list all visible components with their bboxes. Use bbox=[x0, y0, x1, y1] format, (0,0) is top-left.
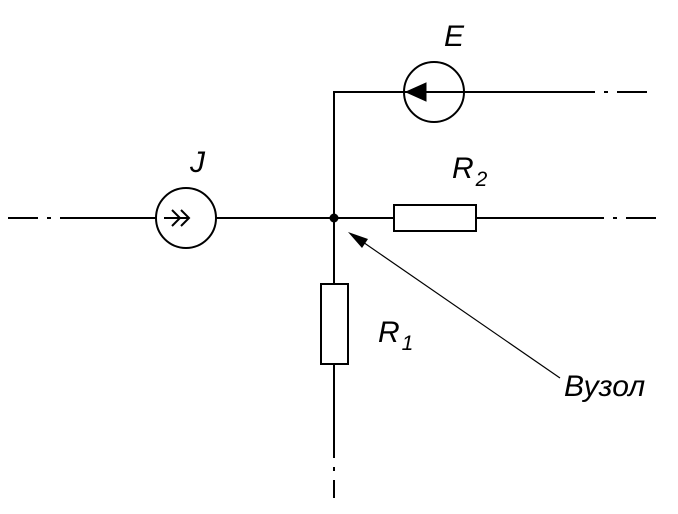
label-r1-letter: R bbox=[378, 316, 400, 349]
resistor-r1 bbox=[320, 283, 349, 365]
label-r2-index: 2 bbox=[475, 168, 488, 191]
label-r2-letter: R bbox=[452, 152, 474, 185]
label-r1-index: 1 bbox=[402, 332, 414, 355]
voltage-source-e bbox=[403, 61, 465, 123]
label-e: E bbox=[444, 20, 465, 53]
top-branch-wire bbox=[333, 91, 655, 218]
node-dot bbox=[329, 213, 339, 223]
label-r2: R2 bbox=[452, 152, 488, 191]
current-source-j bbox=[155, 187, 217, 249]
label-j: J bbox=[189, 146, 206, 179]
resistor-r2 bbox=[393, 204, 477, 232]
node-pointer-arrow bbox=[348, 232, 561, 379]
label-r1: R1 bbox=[378, 316, 413, 355]
label-node: Вузол bbox=[564, 370, 645, 403]
